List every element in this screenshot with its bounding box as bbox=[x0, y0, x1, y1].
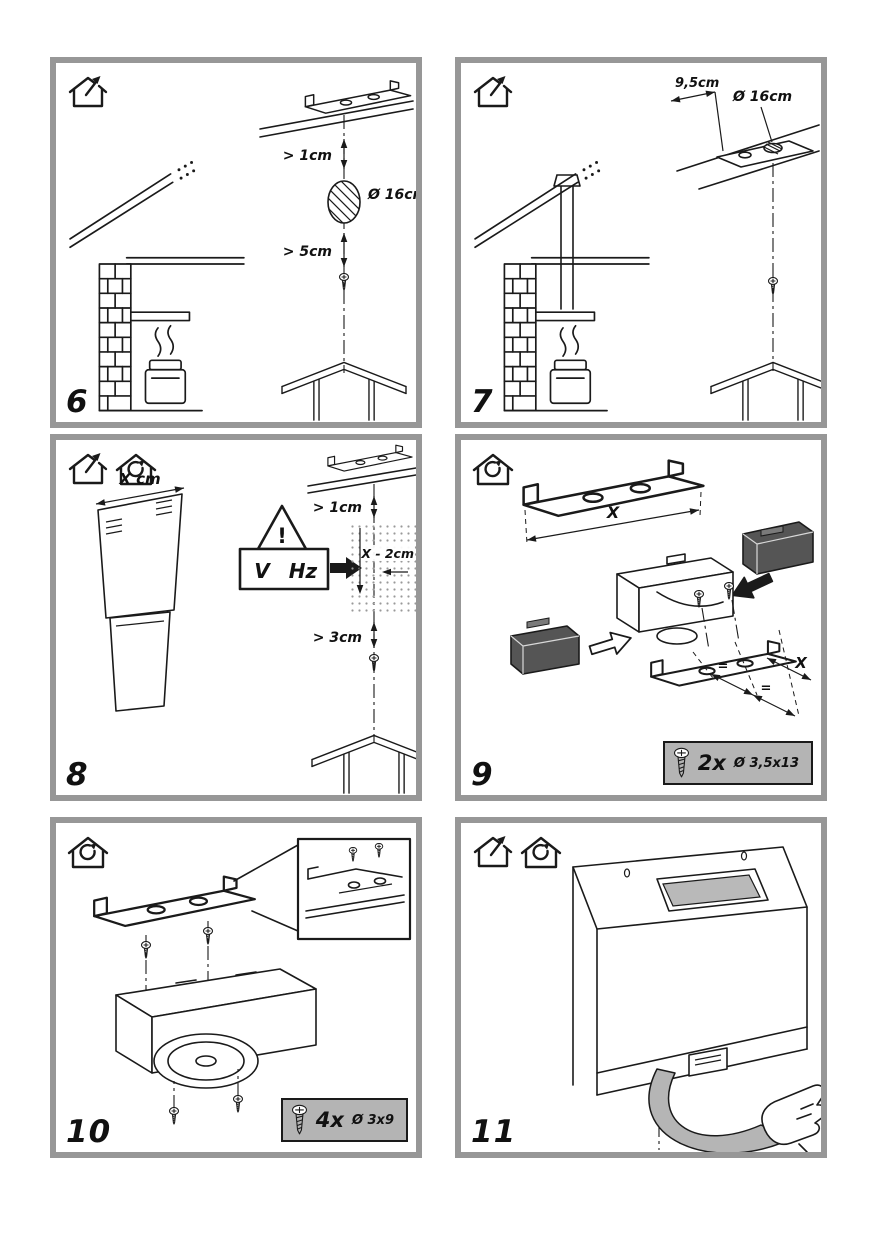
screw-icon bbox=[673, 747, 690, 779]
insert-arrow-right bbox=[726, 566, 777, 607]
dimension-gap-bottom: > 3cm bbox=[313, 622, 378, 648]
duct-out-house-icon bbox=[473, 834, 513, 868]
hand bbox=[761, 1084, 821, 1152]
step-8-diagram: X cm ! V Hz bbox=[68, 444, 416, 794]
recirculation-house-icon bbox=[520, 836, 562, 869]
step-10-diagram bbox=[67, 836, 412, 1125]
bracket-width-top-label: X bbox=[606, 503, 620, 522]
roof-pipe bbox=[553, 174, 581, 310]
dimension-offset: 9,5cm bbox=[670, 76, 724, 152]
step-7-diagram: 9,5cm Ø 16cm bbox=[473, 74, 821, 421]
screw-spec-callout: 2x Ø 3,5x13 bbox=[662, 741, 813, 785]
chimney-width-label: X cm bbox=[118, 470, 160, 488]
hole-diameter-label: Ø 16cm bbox=[367, 187, 416, 203]
step-number: 11 bbox=[471, 1114, 517, 1150]
recirculation-house-icon bbox=[67, 836, 109, 869]
recirculation-house-icon bbox=[472, 453, 514, 486]
equal-mark-2: = bbox=[761, 681, 772, 696]
gap-top-label: > 1cm bbox=[283, 148, 332, 164]
step-number: 6 bbox=[66, 384, 89, 420]
screw-icon bbox=[168, 1107, 180, 1125]
power-warning: ! V Hz bbox=[238, 504, 362, 591]
detail-inset bbox=[296, 837, 412, 941]
wall-anchor-screw bbox=[338, 273, 350, 291]
right-end-cap bbox=[742, 521, 814, 575]
telescopic-chimney: X cm bbox=[95, 470, 185, 712]
duct-out-house-icon bbox=[68, 451, 108, 485]
screw-quantity: 4x bbox=[315, 1108, 344, 1132]
step-number: 7 bbox=[471, 384, 494, 420]
top-bracket-with-dimension: X bbox=[522, 459, 705, 545]
dimension-gap-top: > 1cm bbox=[283, 139, 348, 169]
hole-diameter-callout: Ø 16cm bbox=[732, 89, 792, 143]
step-panel-8: X cm ! V Hz bbox=[50, 434, 422, 801]
ceiling-and-bracket bbox=[259, 80, 414, 138]
step-panel-9: X bbox=[455, 434, 827, 801]
step-11-diagram bbox=[473, 834, 821, 1152]
screw-quantity: 2x bbox=[697, 751, 726, 775]
wall-cutout: X - 2cm bbox=[350, 524, 416, 616]
gap-top-label: > 1cm bbox=[313, 500, 362, 516]
screw-icon bbox=[232, 1095, 244, 1113]
ceiling-and-bracket bbox=[307, 444, 416, 494]
kitchen-scene bbox=[474, 160, 650, 412]
screw-size: Ø 3x9 bbox=[351, 1112, 394, 1128]
warning-exclamation: ! bbox=[277, 524, 287, 548]
motor-unit bbox=[115, 968, 317, 1089]
hole-diameter-label: Ø 16cm bbox=[732, 89, 792, 105]
equal-mark-1: = bbox=[718, 659, 729, 674]
volt-label: V bbox=[254, 559, 271, 583]
dimension-gap-bottom: > 5cm bbox=[283, 233, 348, 267]
step-panel-6: > 1cm Ø 16cm > 5cm 6 bbox=[50, 57, 422, 428]
chimney-top-corner bbox=[311, 734, 416, 794]
bottom-screws bbox=[168, 1069, 244, 1125]
cut-size-label: X - 2cm bbox=[360, 546, 414, 561]
deflector bbox=[616, 553, 734, 645]
bracket-width-bottom-label: X bbox=[794, 654, 808, 672]
step-number: 8 bbox=[66, 757, 89, 793]
screw-drop-lines bbox=[140, 921, 214, 993]
step-panel-7: 9,5cm Ø 16cm 7 bbox=[455, 57, 827, 428]
mounting-bracket bbox=[327, 444, 413, 472]
dimension-gap-top: > 1cm bbox=[313, 496, 378, 518]
step-9-diagram: X bbox=[472, 453, 814, 717]
equal-spacing-dimensions: = = X bbox=[692, 629, 812, 717]
step-6-diagram: > 1cm Ø 16cm > 5cm bbox=[68, 74, 416, 421]
screw-icon bbox=[291, 1104, 308, 1136]
gap-bottom-label: > 5cm bbox=[283, 244, 332, 260]
screw-spec-callout: 4x Ø 3x9 bbox=[280, 1098, 408, 1142]
step-number: 9 bbox=[471, 757, 494, 793]
step-panel-10: 4x Ø 3x9 10 bbox=[50, 817, 422, 1158]
insert-arrow-left bbox=[586, 626, 636, 663]
mounting-bracket bbox=[304, 80, 412, 114]
ceiling-hole: Ø 16cm bbox=[327, 180, 416, 224]
hood-body bbox=[572, 846, 808, 1150]
offset-label: 9,5cm bbox=[675, 76, 719, 91]
hertz-label: Hz bbox=[289, 559, 318, 583]
inset-leader-lines bbox=[233, 844, 299, 932]
step-panel-11: 11 bbox=[455, 817, 827, 1158]
ceiling-plate bbox=[676, 124, 820, 190]
chimney-top-corner bbox=[710, 361, 821, 421]
kitchen-scene bbox=[69, 160, 245, 412]
bottom-bracket-with-screws bbox=[650, 582, 797, 687]
screw-size: Ø 3,5x13 bbox=[733, 755, 799, 771]
duct-out-house-icon bbox=[473, 74, 513, 108]
mounting-bracket bbox=[93, 875, 256, 928]
left-end-cap bbox=[510, 617, 580, 675]
duct-out-house-icon bbox=[68, 74, 108, 108]
step-number: 10 bbox=[66, 1114, 112, 1150]
gap-bottom-label: > 3cm bbox=[313, 630, 362, 646]
